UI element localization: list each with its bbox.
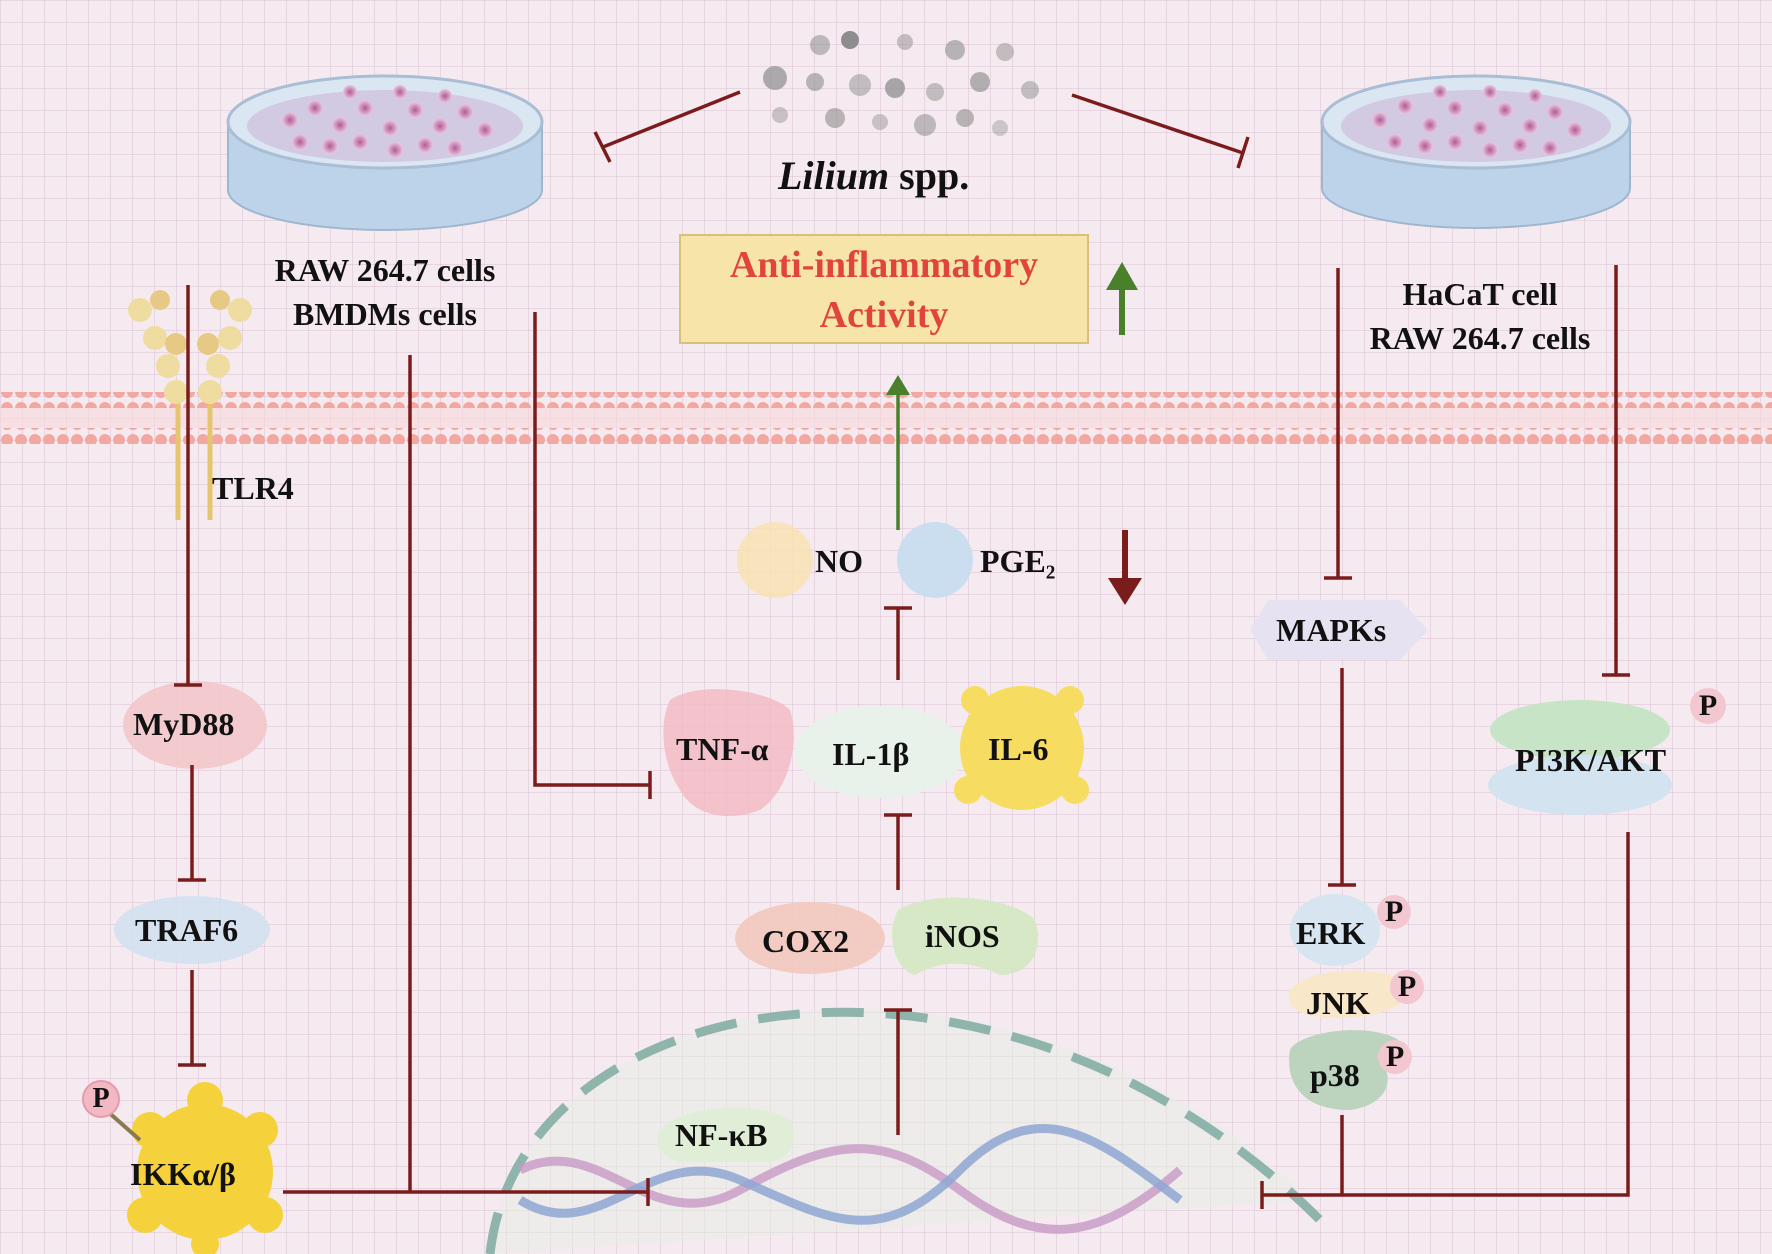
myd88-label: MyD88 [133,706,235,742]
il1b-label: IL-1β [832,736,910,772]
p38-protein [1289,1030,1406,1110]
inhibit-arrows [174,90,1630,1209]
tlr4-label: TLR4 [212,470,294,506]
nucleus [485,1007,1324,1254]
tlr4-receptor [128,290,252,520]
pi3k-protein [1488,700,1672,815]
left-cells-line1: RAW 264.7 cells [274,252,496,288]
pi3k-phospho-label: P [1690,688,1726,724]
il6-label: IL-6 [988,731,1049,767]
tnf-label: TNF-α [676,731,769,767]
no-molecule [737,522,813,598]
pge2-label: PGE₂ [980,543,1056,579]
jnk-phospho-label: P [1390,970,1424,1004]
activity-label: Anti-inflammatory Activity [680,240,1088,340]
ikk-label: IKKα/β [130,1156,236,1192]
cox2-label: COX2 [762,923,850,959]
erk-label: ERK [1296,915,1366,951]
activity-line1: Anti-inflammatory [729,244,1039,286]
inos-protein [892,897,1039,975]
nfkb-protein [657,1107,794,1162]
mapks-label: MAPKs [1276,612,1387,648]
cell-membrane [0,392,1772,444]
ikk-phospho-badge: P [82,1080,120,1118]
lilium-label: Lilium spp. [778,153,970,198]
inos-label: iNOS [925,918,1000,954]
right-cells-line2: RAW 264.7 cells [1369,320,1591,356]
pge2-molecule [897,522,973,598]
pi3k-label: PI3K/AKT [1515,742,1667,778]
left-cells-line2: BMDMs cells [293,296,477,332]
left-petri-dish [226,74,544,231]
right-petri-dish [1320,74,1632,229]
left-cells-label: RAW 264.7 cells BMDMs cells [245,248,525,336]
traf6-protein [114,896,270,964]
il6-protein [954,686,1089,810]
right-cells-line1: HaCaT cell [1402,276,1558,312]
dna-helix [517,1124,1183,1234]
erk-phospho-label: P [1377,895,1411,929]
ikk-phospho-link [104,1108,142,1142]
no-label: NO [815,543,863,579]
mapks-protein [1250,600,1428,660]
jnk-protein [1288,970,1411,1018]
traf6-label: TRAF6 [135,912,239,948]
decrease-arrow [1108,530,1142,605]
promote-arrows [886,262,1138,530]
erk-protein [1290,894,1380,966]
p38-phospho-label: P [1378,1040,1412,1074]
activity-line2: Activity [819,294,949,336]
activity-box [679,234,1089,344]
il1b-protein [795,706,965,798]
tnf-protein [663,689,794,817]
myd88-protein [123,681,267,769]
right-cells-label: HaCaT cell RAW 264.7 cells [1340,272,1620,360]
jnk-label: JNK [1306,985,1370,1021]
p38-label: p38 [1310,1057,1360,1093]
ikk-protein [127,1082,283,1254]
nfkb-label: NF-κB [675,1117,768,1153]
lilium-particles [763,31,1039,136]
cox2-protein [735,902,885,974]
